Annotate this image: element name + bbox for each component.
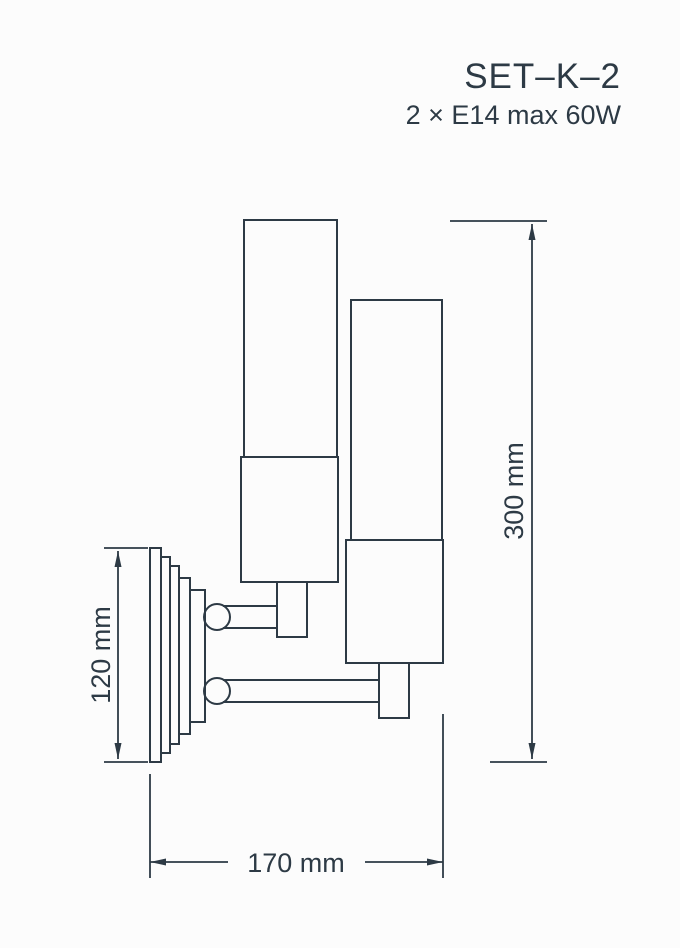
drawing-subtitle: 2 × E14 max 60W <box>406 100 622 130</box>
lamp2-socket <box>345 539 444 664</box>
wall-plate-step-4 <box>178 577 191 735</box>
dim-width-label: 170 mm <box>247 848 345 878</box>
lamp2-stem <box>378 662 410 719</box>
wall-plate-step-2 <box>160 556 171 754</box>
wall-plate-step-1 <box>149 547 162 763</box>
arm1-joint <box>203 603 231 631</box>
lamp-outline-group <box>149 219 444 763</box>
dim-plate-height-label: 120 mm <box>86 606 116 704</box>
lamp1-stem <box>276 581 308 638</box>
dimension-lines-group <box>104 220 547 878</box>
arm2-joint <box>203 677 231 705</box>
dim-height-label: 300 mm <box>499 442 529 540</box>
wall-plate-step-5 <box>189 589 206 723</box>
lamp1-glass-tube <box>243 219 338 458</box>
drawing-title: SET–K–2 <box>464 57 621 96</box>
labels-group: SET–K–2 2 × E14 max 60W 300 mm 120 mm 17… <box>86 57 622 878</box>
lamp1-socket <box>240 456 339 583</box>
lamp2-glass-tube <box>350 299 443 541</box>
wall-plate-step-3 <box>169 565 180 745</box>
